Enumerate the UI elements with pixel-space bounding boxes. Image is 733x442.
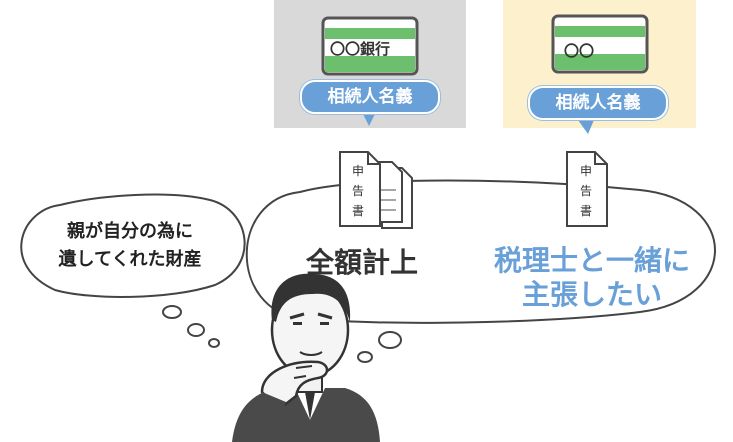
left-doc-char-3: 書 xyxy=(352,204,365,218)
tax-return-document-right-icon xyxy=(566,151,608,227)
thought-dot-1 xyxy=(378,331,402,349)
bank-card-left-icon: 〇〇銀行 xyxy=(321,16,419,76)
right-heir-name-label: 相続人名義 xyxy=(528,86,668,120)
bank-card-right-icon: 〇〇 xyxy=(551,14,649,74)
speech-text: 親が自分の為に 遺してくれた財産 xyxy=(30,218,230,274)
speech-line-2: 遺してくれた財産 xyxy=(58,249,202,270)
left-doc-char-1: 申 xyxy=(352,164,365,178)
claim-line-2: 主張したい xyxy=(521,278,662,311)
left-doc-char-2: 告 xyxy=(352,184,365,198)
right-doc-char-1: 申 xyxy=(580,164,593,178)
left-pill-pointer xyxy=(362,112,376,126)
right-bank-name: 〇〇 xyxy=(564,42,594,60)
speech-line-1: 親が自分の為に xyxy=(67,221,193,242)
thought-dot-2 xyxy=(357,351,373,363)
claim-with-tax-accountant-text: 税理士と一緒に 主張したい xyxy=(478,244,706,312)
full-amount-recorded-text: 全額計上 xyxy=(306,246,419,279)
thinking-man-icon xyxy=(232,273,380,442)
speech-dot-2 xyxy=(187,323,205,337)
speech-dot-3 xyxy=(208,338,220,348)
right-doc-char-3: 書 xyxy=(580,204,593,218)
left-heir-name-label: 相続人名義 xyxy=(300,80,440,114)
left-bank-name: 〇〇銀行 xyxy=(330,40,390,58)
speech-dot-1 xyxy=(162,305,182,319)
right-pill-pointer xyxy=(578,120,594,134)
claim-line-1: 税理士と一緒に xyxy=(493,244,690,277)
right-doc-char-2: 告 xyxy=(580,184,593,198)
tax-return-document-left-icon xyxy=(339,151,413,229)
speech-bubble xyxy=(20,193,246,298)
